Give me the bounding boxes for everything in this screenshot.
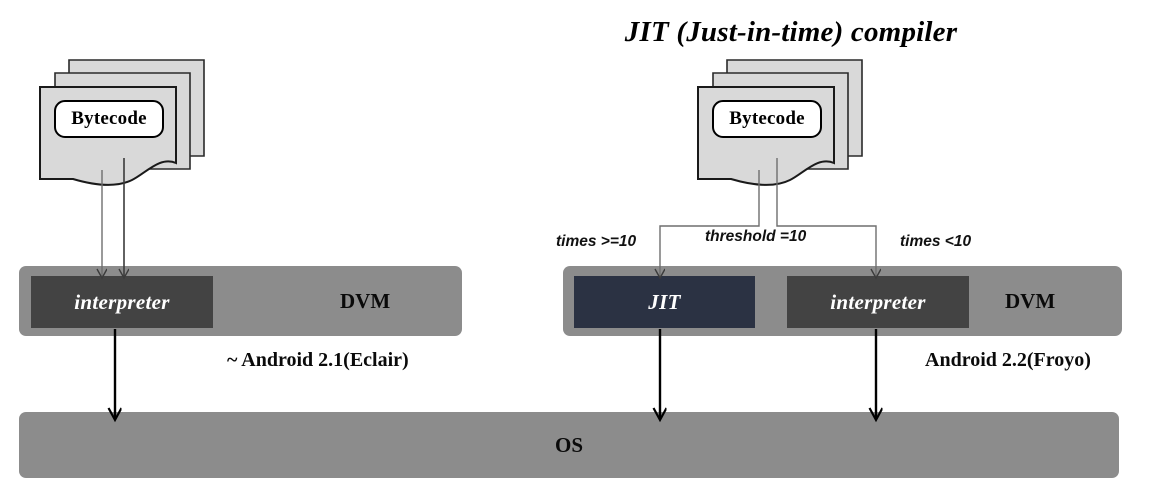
os-label: OS	[554, 433, 583, 457]
right-dvm-bar: JIT interpreter DVM	[563, 266, 1122, 336]
page-title: JIT (Just-in-time) compiler	[624, 16, 958, 48]
branch-label-threshold: threshold =10	[705, 228, 807, 245]
left-dvm-bar: interpreter DVM	[19, 266, 462, 336]
right-jit-box[interactable]: JIT	[574, 276, 755, 328]
right-bytecode-label: Bytecode	[712, 100, 822, 138]
right-version-caption: Android 2.2(Froyo)	[925, 349, 1091, 371]
branch-label-times-gte: times >=10	[556, 233, 637, 250]
os-bar: OS	[19, 412, 1119, 478]
right-bytecode-document-stack: Bytecode	[686, 56, 866, 186]
left-dvm-label: DVM	[340, 289, 391, 313]
branch-label-times-lt: times <10	[900, 233, 972, 250]
right-dvm-label: DVM	[1005, 289, 1056, 313]
left-interpreter-box[interactable]: interpreter	[31, 276, 213, 328]
left-bytecode-document-stack: Bytecode	[28, 56, 208, 186]
right-interpreter-box[interactable]: interpreter	[787, 276, 969, 328]
left-bytecode-label: Bytecode	[54, 100, 164, 138]
left-version-caption: ~ Android 2.1(Eclair)	[227, 349, 409, 371]
